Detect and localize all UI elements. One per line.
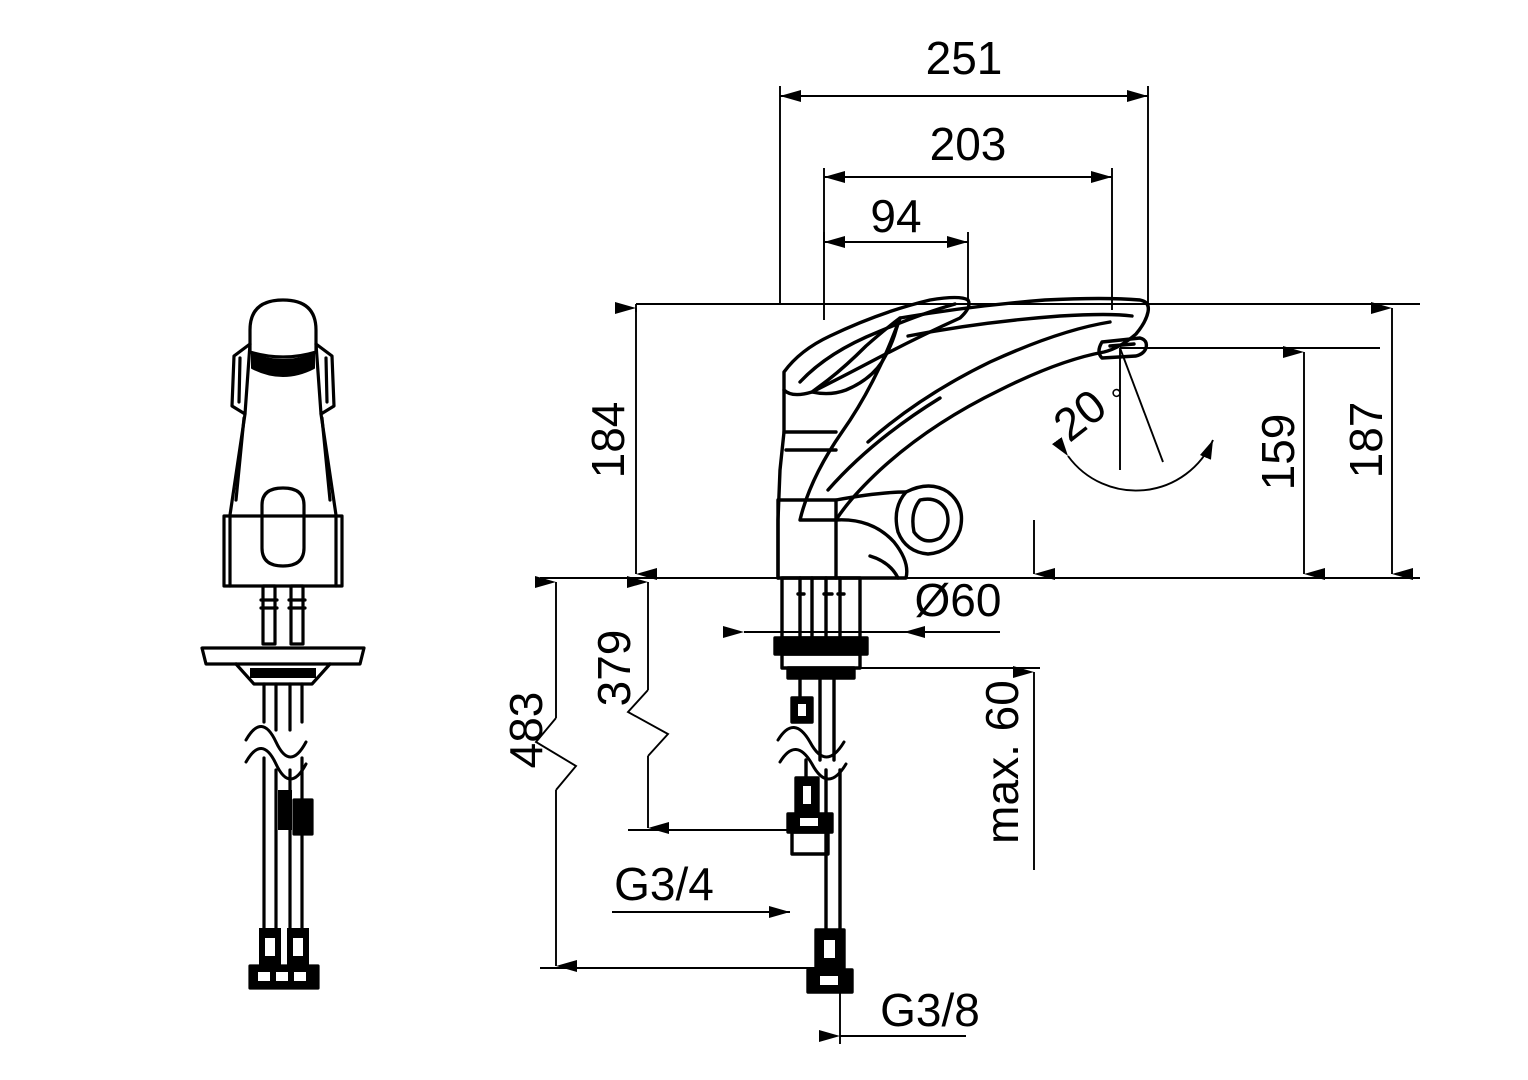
side-lever-wing-left <box>230 342 252 416</box>
side-bottom-conn-right-hole <box>293 938 303 956</box>
dim-label-251: 251 <box>926 32 1003 84</box>
front-body-inner-line <box>782 430 838 452</box>
side-bottom-conn-left-hole <box>265 938 275 956</box>
side-base-block <box>222 514 344 588</box>
dim-label-max60: max. 60 <box>976 680 1028 844</box>
side-bottom-slot-3 <box>294 972 306 981</box>
side-stem-nut-left <box>259 598 279 610</box>
side-lever-slot <box>251 353 315 377</box>
side-deck-plate <box>200 646 366 666</box>
front-break-symbol-2 <box>778 748 848 781</box>
side-mid-fitting-b <box>294 800 312 834</box>
front-fitting-body-hole <box>803 786 811 804</box>
side-fix-bar <box>250 668 316 678</box>
dim-label-94: 94 <box>870 190 921 242</box>
front-end-cap-slot <box>820 976 838 985</box>
front-spout-outlet-inner <box>1108 342 1136 348</box>
front-lever-stem <box>810 316 902 396</box>
front-spout-outlet <box>1097 336 1149 360</box>
front-washer-plate <box>773 636 869 656</box>
side-lever-wing-right-inner <box>324 356 329 404</box>
front-spout-highlight-3 <box>826 396 942 492</box>
side-body-taper-right <box>320 416 332 502</box>
side-break-symbol <box>244 725 308 759</box>
degree-symbol: ° <box>1106 382 1136 415</box>
dim-label-184: 184 <box>582 402 634 479</box>
front-spout-highlight-1 <box>906 312 1134 338</box>
side-view-group <box>200 298 366 990</box>
angle-arc <box>1051 437 1214 492</box>
dim-483-break <box>534 717 578 791</box>
front-body-lower <box>776 498 909 580</box>
front-view-group <box>773 295 1151 994</box>
side-lever-wing-right <box>314 342 336 416</box>
front-nut-a <box>780 652 862 670</box>
dim-label-diameter-60: Ø60 <box>915 574 1002 626</box>
dim-label-187: 187 <box>1340 402 1392 479</box>
side-bottom-slot-1 <box>258 972 270 981</box>
front-body-to-tag-lower <box>868 554 900 580</box>
dimension-text-group: 251 203 94 184 159 187 20 ° Ø60 max. 60 … <box>500 32 1392 1036</box>
side-lever-cap <box>248 298 318 359</box>
front-break-symbol <box>776 726 846 759</box>
dim-label-203: 203 <box>930 118 1007 170</box>
side-deck-underside <box>234 662 332 686</box>
front-nut-b <box>786 666 856 680</box>
side-stem-left <box>261 584 277 646</box>
side-mid-fitting-a <box>278 790 292 830</box>
label-thread-g34: G3/4 <box>614 858 714 910</box>
dim-label-159: 159 <box>1252 414 1304 491</box>
front-shank <box>780 576 862 640</box>
front-fitting-nut-hole <box>800 818 818 826</box>
front-hose-fitting-1-hole <box>798 704 806 716</box>
dim-label-angle: 20 <box>1043 379 1115 451</box>
side-indicator-oval <box>260 486 306 568</box>
dim-label-379: 379 <box>588 630 640 707</box>
dim-379-break <box>626 689 670 757</box>
front-spout-highlight-2 <box>866 320 1112 444</box>
side-bottom-slot-2 <box>276 972 288 981</box>
side-body-taper-left <box>234 416 246 502</box>
front-end-conn-hole <box>824 940 835 958</box>
front-ring-tag-inner <box>911 497 950 543</box>
front-lever-arm-inner <box>798 302 957 384</box>
side-mid-fitting-outline <box>292 798 314 836</box>
side-break-symbol-2 <box>244 747 308 781</box>
label-thread-g38: G3/8 <box>880 984 980 1036</box>
dim-label-483: 483 <box>500 692 552 769</box>
dimension-lines-group <box>534 86 1420 1044</box>
front-body-to-tag <box>834 490 908 502</box>
side-lever-wing-left-inner <box>237 356 242 404</box>
front-ring-tag-outer <box>894 484 964 556</box>
side-stem-nut-right <box>287 598 307 610</box>
side-stem-right <box>289 584 305 646</box>
front-fitting-skirt <box>790 830 830 856</box>
front-spout-body <box>798 296 1151 522</box>
